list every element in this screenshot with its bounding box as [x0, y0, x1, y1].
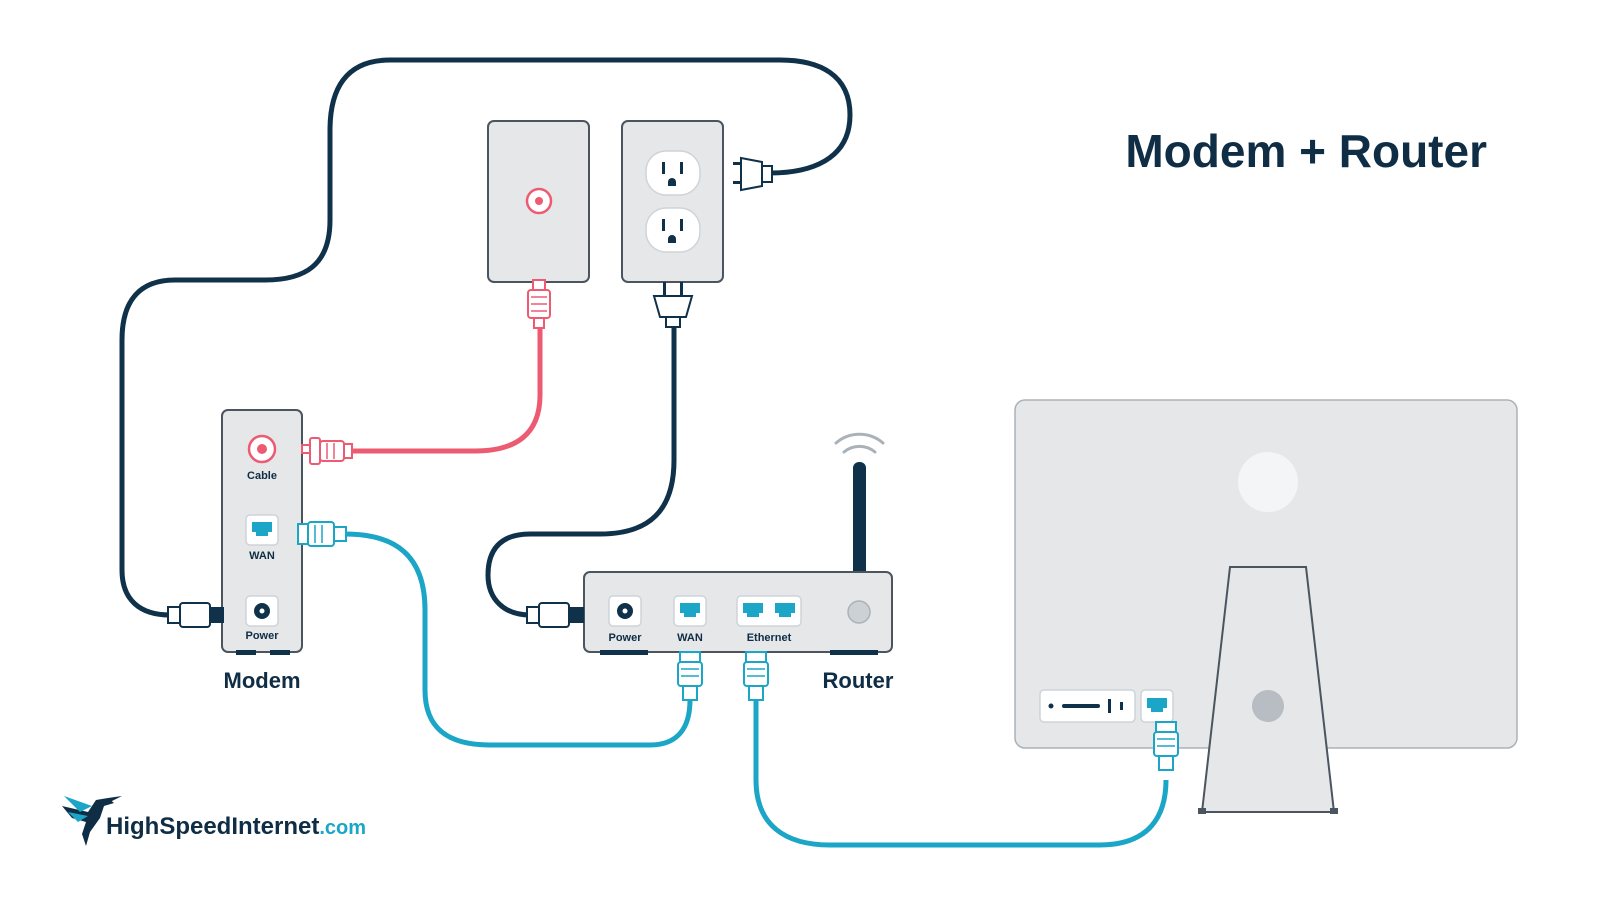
brand-name: HighSpeedInternet.com — [106, 813, 366, 840]
power-port-icon — [608, 595, 642, 627]
outlet-socket-bottom — [645, 207, 701, 253]
outlet-socket-top — [645, 150, 701, 196]
monitor-logo — [1238, 452, 1298, 512]
monitor-stand — [1198, 566, 1338, 814]
ethernet-cable-modem-to-router — [344, 531, 693, 748]
modem-label: Modem — [224, 668, 301, 693]
ethernet-connector-modem — [297, 521, 347, 547]
ethernet-connector-router-lan — [743, 651, 769, 701]
router-wan-port-label: WAN — [677, 632, 703, 644]
modem-power-cable — [119, 57, 853, 618]
router-label: Router — [823, 668, 894, 693]
wall-coax-plate — [487, 120, 590, 329]
router: Power WAN Ethernet — [583, 432, 893, 655]
power-connector-modem — [167, 602, 224, 628]
ethernet-port-icon — [673, 595, 707, 627]
router-power-port-label: Power — [608, 632, 642, 644]
brand-logo: HighSpeedInternet.com — [62, 796, 366, 846]
router-power-cable — [485, 325, 677, 618]
coax-connector-wall — [527, 279, 551, 329]
diagram-title: Modem + Router — [1125, 125, 1487, 177]
hummingbird-logo-icon — [62, 796, 122, 846]
monitor-io-panel — [1039, 689, 1136, 723]
computer-monitor — [1014, 399, 1518, 814]
coax-port-icon — [525, 187, 553, 215]
ethernet-connector-computer — [1153, 721, 1179, 771]
ethernet-port-icon — [1140, 689, 1174, 723]
router-antenna-base — [847, 600, 871, 624]
brand-name-main: HighSpeedInternet — [106, 813, 319, 840]
coax-cable — [350, 328, 543, 454]
modem: Cable WAN Power — [221, 409, 303, 655]
ethernet-port-icon — [736, 595, 802, 627]
ethernet-cable-router-to-computer — [753, 700, 1169, 848]
ethernet-connector-router-wan — [677, 651, 703, 701]
coax-port-icon — [247, 434, 277, 464]
modem-wan-port-label: WAN — [249, 550, 275, 562]
plug-icon-router-power — [652, 282, 694, 328]
router-ethernet-port-label: Ethernet — [747, 632, 792, 644]
power-port-icon — [245, 595, 279, 627]
wall-power-outlet — [621, 120, 773, 328]
modem-cable-port-label: Cable — [247, 470, 277, 482]
modem-power-port-label: Power — [245, 630, 279, 642]
coax-connector-modem — [301, 437, 353, 465]
brand-name-tld: .com — [319, 817, 366, 839]
ethernet-port-icon — [245, 514, 279, 546]
power-connector-router — [526, 602, 584, 628]
wifi-signal-icon — [834, 432, 885, 454]
plug-icon-modem-power — [733, 156, 773, 192]
